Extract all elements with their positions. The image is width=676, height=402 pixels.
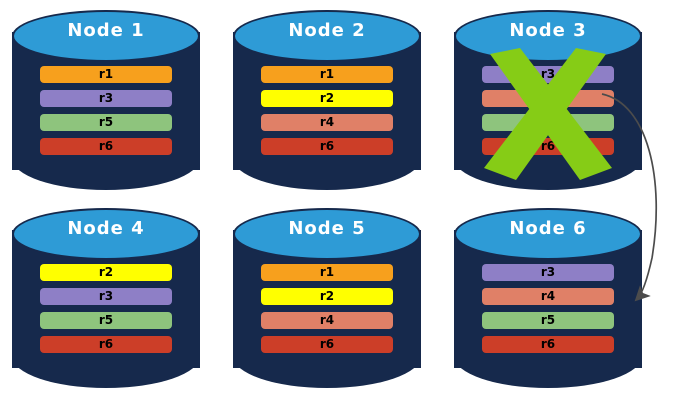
shard-bar[interactable]: r5 xyxy=(482,312,614,329)
shard-list: r1 r3 r5 r6 xyxy=(40,66,172,155)
shard-bar[interactable]: r4 xyxy=(482,90,614,107)
shard-bar[interactable]: r4 xyxy=(261,114,393,131)
shard-bar[interactable]: r2 xyxy=(40,264,172,281)
cylinder-top-disc xyxy=(454,208,642,260)
shard-bar[interactable]: r1 xyxy=(261,264,393,281)
shard-bar[interactable]: r3 xyxy=(482,66,614,83)
cylinder-top-disc xyxy=(12,208,200,260)
shard-list: r3 r4 r5 r6 xyxy=(482,66,614,155)
shard-bar[interactable]: r6 xyxy=(261,138,393,155)
shard-bar[interactable]: r1 xyxy=(40,66,172,83)
shard-list: r3 r4 r5 r6 xyxy=(482,264,614,353)
shard-bar[interactable]: r4 xyxy=(482,288,614,305)
shard-bar[interactable]: r5 xyxy=(40,114,172,131)
shard-bar[interactable]: r3 xyxy=(482,264,614,281)
shard-list: r2 r3 r5 r6 xyxy=(40,264,172,353)
cylinder-top-disc xyxy=(233,10,421,62)
shard-bar[interactable]: r3 xyxy=(40,288,172,305)
shard-bar[interactable]: r6 xyxy=(482,138,614,155)
shard-bar[interactable]: r3 xyxy=(40,90,172,107)
shard-bar[interactable]: r6 xyxy=(261,336,393,353)
shard-bar[interactable]: r1 xyxy=(261,66,393,83)
shard-list: r1 r2 r4 r6 xyxy=(261,66,393,155)
shard-bar[interactable]: r6 xyxy=(482,336,614,353)
shard-bar[interactable]: r6 xyxy=(40,138,172,155)
shard-bar[interactable]: r4 xyxy=(261,312,393,329)
cylinder-top-disc xyxy=(233,208,421,260)
shard-bar[interactable]: r5 xyxy=(482,114,614,131)
shard-bar[interactable]: r6 xyxy=(40,336,172,353)
shard-bar[interactable]: r2 xyxy=(261,288,393,305)
cylinder-top-disc xyxy=(454,10,642,62)
shard-bar[interactable]: r5 xyxy=(40,312,172,329)
cylinder-top-disc xyxy=(12,10,200,62)
shard-bar[interactable]: r2 xyxy=(261,90,393,107)
shard-list: r1 r2 r4 r6 xyxy=(261,264,393,353)
